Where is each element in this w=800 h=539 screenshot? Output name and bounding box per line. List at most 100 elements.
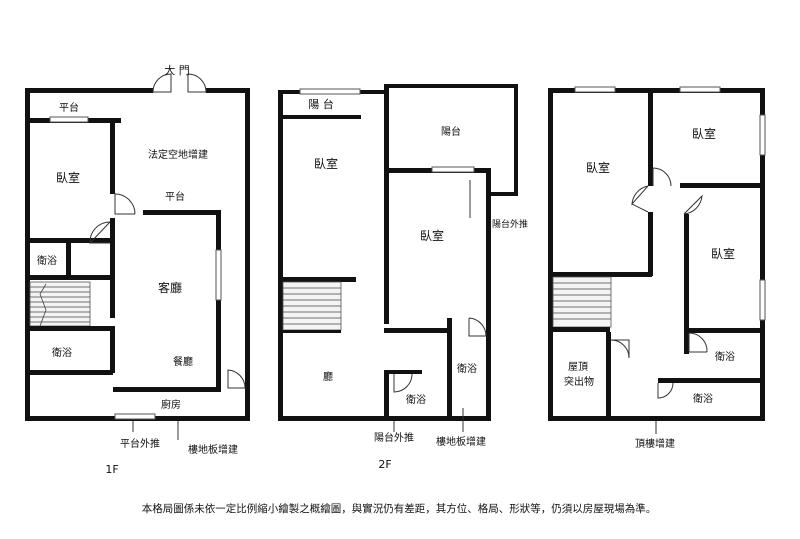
f1-title: 1F — [105, 463, 118, 476]
f1-bedroom-window — [49, 116, 89, 123]
f1-platform-out-label: 平台外推 — [120, 437, 160, 450]
floor-2-plan: 陽 台 陽台 臥室 臥室 陽台外推 廳 衛浴 衛浴 陽台外推 樓地板增建 2F — [278, 84, 528, 471]
f3-bedroom-left-bottom — [548, 272, 652, 277]
f1-wall-top-left — [25, 88, 153, 93]
f1-bath-right-wall — [110, 331, 115, 373]
f2-bedroom-mid-window — [431, 166, 475, 173]
f2-floor-addition-label: 樓地板增建 — [436, 435, 486, 448]
f1-living-window — [215, 249, 222, 301]
f1-dining-label: 餐廳 — [173, 355, 193, 368]
f1-living-room-label: 客廳 — [158, 280, 182, 295]
f1-platform-out-window — [114, 413, 156, 420]
f3-door-bath-right-arc — [688, 332, 708, 353]
f3-bedroom-right-label: 臥室 — [711, 246, 735, 261]
floor-1-plan: 大 門 平台 法定空地增建 臥室 平台 衛浴 客廳 衛浴 餐廳 廚房 平台外推 … — [25, 63, 250, 476]
f1-floor-addition-label: 樓地板增建 — [188, 443, 238, 456]
f2-bath-mid-left — [384, 370, 389, 420]
f3-wall-top — [548, 88, 765, 93]
f2-balcony-right-label: 陽台 — [441, 125, 461, 138]
f3-window-right-low — [759, 279, 766, 321]
f2-balcony-left-label: 陽 台 — [308, 97, 334, 111]
f3-bath-bottom-label: 衛浴 — [693, 392, 713, 405]
f3-door-bath-right — [688, 333, 707, 353]
f3-door-protrusion — [611, 339, 630, 358]
f3-wall-left — [548, 88, 553, 420]
f3-bedroom-divider — [648, 88, 653, 186]
f3-bedroom-tr-bottom — [680, 183, 765, 188]
f2-bedroom-left-label: 臥室 — [314, 156, 338, 171]
f2-bath-right-wall — [447, 318, 452, 420]
f1-wall-top-right — [206, 88, 250, 93]
f2-balcony-rail — [283, 115, 361, 119]
f1-platform-mid-label: 平台 — [165, 190, 185, 203]
f2-hall-label: 廳 — [323, 370, 333, 383]
f2-bedroom-mid-label: 臥室 — [420, 228, 444, 243]
f2-bedroom-left-bottom — [278, 277, 356, 282]
f2-bath-right-label: 衛浴 — [457, 362, 477, 375]
f1-bedroom-bottom-wall — [25, 238, 113, 243]
f3-bath-bottom-top — [658, 378, 765, 383]
f3-protrusion-label-2: 突出物 — [564, 375, 594, 388]
f3-door-bedroom-left — [631, 185, 649, 206]
f2-balcony-right-top — [386, 84, 518, 88]
f1-bedroom-right-wall — [110, 118, 115, 194]
f3-protrusion-label-1: 屋頂 — [568, 361, 588, 373]
f1-bath-bottom-wall — [25, 370, 113, 375]
f2-balcony-out-bottom-label: 陽台外推 — [374, 431, 414, 444]
f2-balcony-window — [299, 88, 361, 95]
f3-door-bedroom-tr — [652, 167, 672, 187]
floor-3-plan: 臥室 臥室 臥室 屋頂 突出物 衛浴 衛浴 頂樓增建 — [548, 86, 766, 450]
f3-rooftop-addition-label: 頂樓增建 — [635, 437, 675, 450]
f1-bath-small-bottom — [25, 275, 113, 280]
f3-bath-right-label: 衛浴 — [715, 350, 735, 363]
f2-balcony-right-bottom — [491, 192, 518, 196]
f2-door-bath-right — [468, 318, 486, 337]
f2-balcony-out-right-label: 陽台外推 — [492, 218, 528, 230]
f3-bedroom-left-label: 臥室 — [586, 160, 610, 175]
f1-door-platform — [114, 194, 135, 215]
f2-wall-left — [278, 90, 283, 420]
f1-bath-top-wall — [25, 326, 115, 331]
f1-bath-label: 衛浴 — [52, 346, 72, 359]
f2-bath-mid-label: 衛浴 — [406, 393, 426, 406]
f3-window-right-top — [759, 114, 766, 156]
f3-stair — [552, 276, 612, 328]
f3-protrusion-right — [606, 332, 611, 420]
f1-stair — [29, 281, 91, 327]
f1-door-platform-arc — [114, 193, 136, 215]
f3-wall-bottom — [548, 416, 765, 421]
f3-wall-right — [760, 88, 765, 420]
f3-window-top-left — [574, 86, 616, 93]
f1-door-bedroom-arc — [89, 221, 111, 244]
f1-door-kitchen — [227, 369, 246, 389]
f3-bedroom-right-left — [684, 214, 689, 354]
f1-bath-small-wall — [66, 243, 71, 277]
f1-living-left-wall — [110, 218, 115, 318]
f3-door-bedroom-right — [683, 194, 703, 215]
f3-bedroom-right-bottom — [684, 328, 765, 333]
f2-bath-mid-top — [384, 370, 422, 374]
f2-stair — [282, 281, 342, 331]
f1-bath-small-label: 衛浴 — [37, 254, 57, 267]
f2-center-wall — [384, 84, 389, 324]
f1-main-door-left — [152, 73, 172, 93]
f3-door-bedroom-left-leaf — [631, 203, 649, 213]
f3-bedroom-left-right-low — [648, 212, 653, 276]
f1-living-top-wall — [143, 210, 220, 215]
f1-main-door-label: 大 門 — [164, 63, 190, 77]
f2-bedroom-mid-bottom — [384, 328, 449, 333]
f3-door-protrusion-arc — [610, 339, 630, 359]
f1-wall-right — [245, 88, 250, 420]
f1-wall-left — [25, 88, 30, 420]
f2-door-bath-mid — [393, 373, 413, 393]
f1-main-door-right — [187, 73, 207, 93]
f2-balcony-right-side — [514, 84, 518, 196]
f1-kitchen-label: 廚房 — [161, 398, 181, 411]
f3-door-bath-bottom — [657, 382, 674, 399]
f2-wall-right — [486, 168, 491, 420]
f2-stair-bottom — [283, 330, 341, 333]
f1-legal-space-label: 法定空地增建 — [148, 148, 208, 161]
f3-protrusion-top — [548, 327, 610, 332]
f3-window-top-right — [679, 86, 721, 93]
